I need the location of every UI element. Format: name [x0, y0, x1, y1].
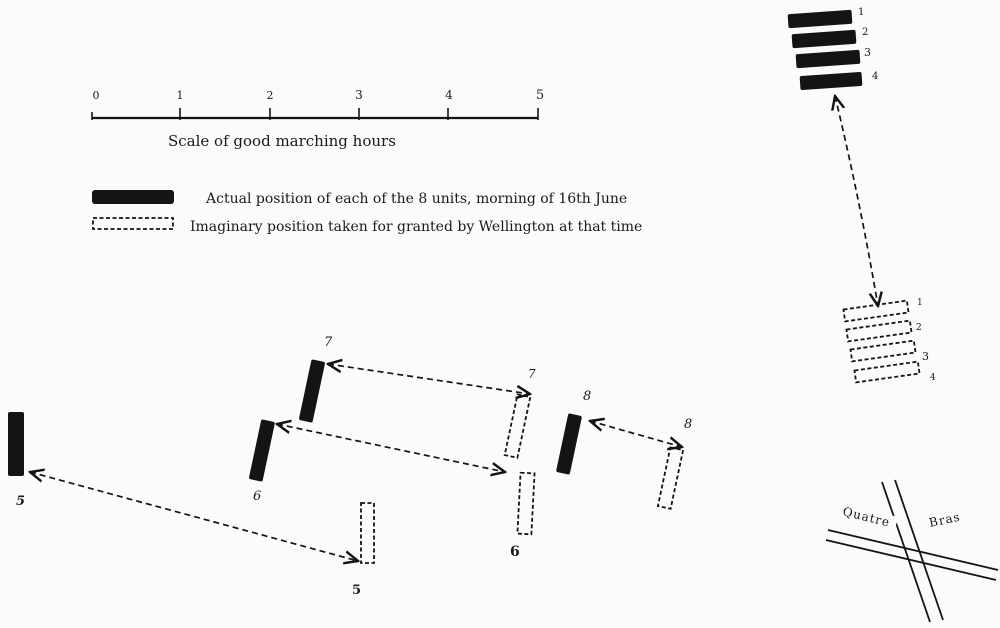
unit-3-imaginary-marker: [849, 339, 917, 363]
legend: Actual position of each of the 8 units, …: [92, 190, 642, 235]
unit-2-actual-marker: [791, 29, 857, 49]
unit-4-actual-marker: [799, 71, 863, 91]
legend-imaginary-label: Imaginary position taken for granted by …: [190, 219, 642, 235]
unit-4-imaginary-marker: [853, 360, 921, 384]
unit-4-imaginary-label: 4: [930, 373, 936, 383]
unit-7-displacement-arrow: [328, 364, 530, 394]
unit-2-actual-label: 2: [862, 27, 868, 38]
scale-tick-label-0: 0: [93, 89, 100, 102]
road-vertical: [881, 479, 944, 623]
scale-tick-label-3: 3: [355, 88, 363, 102]
unit-6: 6 6: [249, 419, 536, 560]
scale-bar: 0 1 2 3 4 5 Scale of good marching hours: [91, 88, 544, 150]
unit-6-imaginary-marker: [516, 471, 536, 536]
unit-1-actual-label: 1: [858, 7, 864, 18]
unit-8: 8 8: [556, 389, 692, 510]
scale-caption: Scale of good marching hours: [168, 132, 396, 150]
unit-3-imaginary-label: 3: [922, 350, 929, 363]
unit-6-imaginary-label: 6: [510, 544, 520, 560]
crossroads-label-left: Quatre: [841, 504, 891, 529]
unit-7: 7 7: [299, 335, 536, 459]
unit-7-imaginary-marker: [503, 393, 532, 459]
units-1-4-imaginary: 1 2 3 4: [842, 298, 936, 384]
unit-5-imaginary-marker: [360, 502, 375, 564]
unit-2-imaginary-marker: [845, 319, 913, 343]
unit-1-4-displacement-arrow: [835, 96, 878, 306]
unit-4-actual-label: 4: [872, 71, 878, 82]
unit-5-actual-label: 5: [16, 494, 25, 509]
unit-3-actual-label: 3: [864, 46, 871, 59]
unit-8-imaginary-marker: [656, 446, 685, 510]
legend-actual-swatch: [92, 190, 174, 204]
quatre-bras-crossroads: Quatre Bras: [825, 479, 999, 623]
unit-7-imaginary-label: 7: [528, 367, 536, 381]
unit-6-actual-label: 6: [253, 489, 261, 504]
unit-8-displacement-arrow: [590, 421, 682, 447]
crossroads-label-right: Bras: [928, 510, 962, 530]
unit-5-imaginary-label: 5: [352, 583, 361, 598]
unit-8-actual-label: 8: [583, 389, 591, 404]
legend-actual-label: Actual position of each of the 8 units, …: [205, 191, 627, 207]
units-1-4-actual: 1 2 3 4: [787, 7, 878, 91]
legend-imaginary-swatch: [92, 217, 174, 230]
unit-1-imaginary-label: 1: [917, 298, 923, 308]
unit-2-imaginary-label: 2: [916, 323, 922, 333]
unit-1-imaginary-marker: [842, 299, 910, 323]
label-gap: [871, 511, 899, 537]
unit-5-displacement-arrow: [30, 472, 358, 561]
unit-8-imaginary-label: 8: [684, 417, 692, 432]
scale-tick-label-1: 1: [177, 89, 184, 102]
road-diagonal: [825, 529, 999, 581]
unit-5-actual-marker: [8, 412, 24, 476]
scale-tick-label-4: 4: [445, 88, 453, 102]
unit-1-actual-marker: [787, 9, 853, 29]
unit-7-actual-marker: [299, 359, 325, 423]
scale-tick-label-5: 5: [536, 88, 544, 103]
unit-5: 5 5: [8, 412, 375, 598]
unit-3-actual-marker: [795, 49, 861, 69]
scale-ticks: [91, 108, 539, 120]
unit-7-actual-label: 7: [324, 335, 333, 350]
unit-8-actual-marker: [556, 413, 582, 475]
scale-tick-label-2: 2: [267, 89, 274, 102]
unit-6-displacement-arrow: [277, 424, 505, 472]
unit-6-actual-marker: [249, 419, 275, 482]
